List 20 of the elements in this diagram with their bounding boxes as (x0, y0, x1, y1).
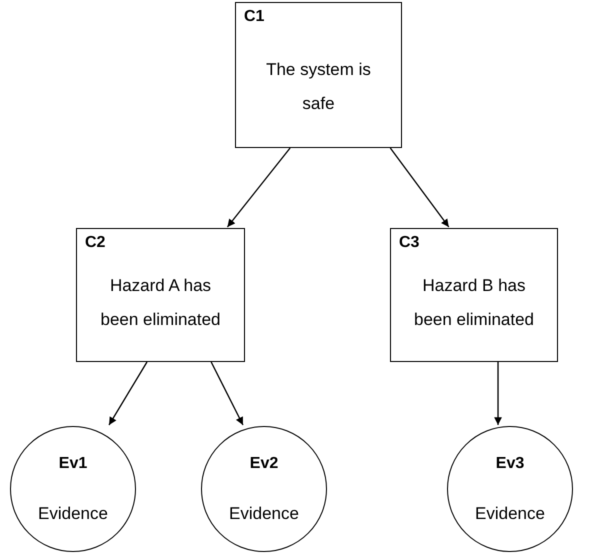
node-id: Ev1 (58, 455, 88, 473)
arrow (494, 362, 502, 425)
evidence-text: Evidence (37, 503, 109, 525)
claim-box (235, 2, 402, 148)
node-id: Ev3 (496, 455, 524, 473)
claim-text: The system is safe (266, 59, 371, 115)
claim-box (76, 228, 245, 362)
arrow (226, 148, 291, 228)
node-id: C1 (244, 8, 264, 26)
node-id: C2 (85, 234, 106, 252)
claim-text: Hazard B has been eliminated (412, 275, 536, 331)
evidence-text: Evidence (228, 503, 300, 525)
evidence-text: Evidence (474, 503, 546, 525)
arrow (108, 362, 148, 426)
arrow (210, 362, 244, 426)
node-id: C3 (399, 234, 420, 252)
claim-box (390, 228, 558, 362)
arrow (390, 148, 450, 228)
claim-text: Hazard A has been eliminated (99, 275, 222, 331)
node-id: Ev2 (250, 455, 278, 473)
